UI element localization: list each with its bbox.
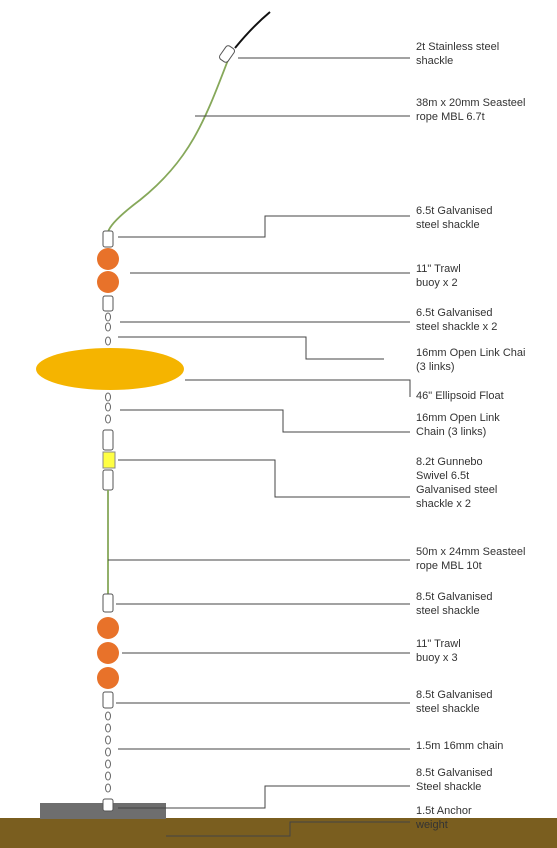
label-6-5t-shackle: 6.5t Galvanised steel shackle bbox=[416, 205, 493, 231]
chain-link bbox=[105, 747, 111, 757]
anchor-weight bbox=[40, 803, 166, 819]
label-8-5t-shackle-b: 8.5t Galvanised steel shackle bbox=[416, 689, 493, 715]
chain-link bbox=[105, 312, 111, 322]
label-6-5t-shackle-x2: 6.5t Galvanised steel shackle x 2 bbox=[416, 307, 498, 333]
label-1-5m-chain: 1.5m 16mm chain bbox=[416, 740, 504, 752]
leader-line bbox=[118, 459, 410, 498]
ellipsoid-float bbox=[36, 348, 184, 390]
shackle-8-5t-c bbox=[102, 798, 114, 812]
seabed bbox=[0, 818, 557, 848]
shackle-8-5t-a bbox=[102, 593, 114, 613]
leader-line bbox=[166, 821, 410, 837]
label-trawl-buoy-x3: 11" Trawl buoy x 3 bbox=[416, 638, 461, 664]
label-8-5t-shackle-c: 8.5t Galvanised Steel shackle bbox=[416, 767, 493, 793]
label-open-link-chain-bottom: 16mm Open Link Chain (3 links) bbox=[416, 412, 500, 438]
label-swivel: 8.2t Gunnebo Swivel 6.5t Galvanised stee… bbox=[416, 456, 498, 510]
label-ellipsoid-float: 46" Ellipsoid Float bbox=[416, 390, 504, 402]
label-2t-shackle: 2t Stainless steel shackle bbox=[416, 41, 500, 67]
trawl-buoy bbox=[97, 271, 119, 293]
chain-link bbox=[105, 783, 111, 793]
chain-link bbox=[105, 322, 111, 332]
upper-rope bbox=[107, 59, 229, 233]
shackle-lower bbox=[102, 469, 114, 491]
label-38m-rope: 38m x 20mm Seasteel rope MBL 6.7t bbox=[416, 97, 526, 123]
chain-link bbox=[105, 392, 111, 402]
chain-link bbox=[105, 735, 111, 745]
shackle-6-5t-x2 bbox=[102, 295, 114, 312]
label-anchor-weight: 1.5t Anchor weight bbox=[416, 805, 472, 831]
label-open-link-chain-top: 16mm Open Link Chai (3 links) bbox=[416, 347, 526, 373]
leader-line bbox=[185, 379, 411, 397]
label-8-5t-shackle-a: 8.5t Galvanised steel shackle bbox=[416, 591, 493, 617]
chain-link bbox=[105, 336, 111, 346]
trawl-buoy bbox=[97, 667, 119, 689]
chain-link bbox=[105, 402, 111, 412]
trawl-buoy bbox=[97, 642, 119, 664]
chain-link bbox=[105, 414, 111, 424]
leader-line bbox=[118, 336, 384, 360]
trawl-buoy bbox=[97, 617, 119, 639]
chain-link bbox=[105, 771, 111, 781]
swivel bbox=[102, 451, 116, 469]
shackle-8-5t-b bbox=[102, 691, 114, 709]
shackle-6-5t bbox=[102, 230, 114, 248]
leader-line bbox=[118, 785, 410, 809]
label-trawl-buoy-x2: 11" Trawl buoy x 2 bbox=[416, 263, 461, 289]
leader-line bbox=[118, 215, 410, 238]
trawl-buoy bbox=[97, 248, 119, 270]
chain-link bbox=[105, 723, 111, 733]
chain-link bbox=[105, 759, 111, 769]
surface-line bbox=[234, 11, 271, 49]
shackle-2t bbox=[218, 45, 236, 63]
chain-link bbox=[105, 711, 111, 721]
label-50m-rope: 50m x 24mm Seasteel rope MBL 10t bbox=[416, 546, 526, 572]
leader-line bbox=[120, 409, 410, 433]
shackle-upper bbox=[102, 429, 114, 451]
